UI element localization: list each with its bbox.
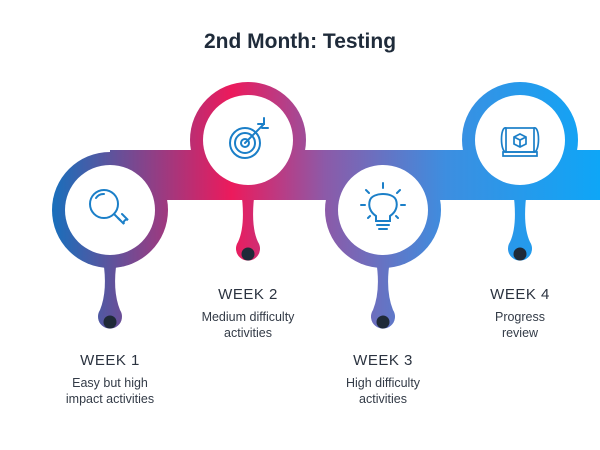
week-title: WEEK 2 [218, 286, 278, 303]
week-desc-line2: review [501, 326, 539, 340]
magnifier-icon [89, 189, 129, 225]
week-2-dot [241, 247, 255, 261]
week-desc-line1: Progress [494, 310, 546, 324]
week-desc-line2: activities [224, 326, 272, 340]
week-title: WEEK 3 [353, 352, 413, 369]
week-title: WEEK 4 [490, 286, 550, 303]
lightbulb-icon [360, 182, 406, 230]
week-4-dot [513, 247, 527, 261]
week-3-label: WEEK 3 High difficulty activities [303, 352, 463, 407]
page-title: 2nd Month: Testing [203, 30, 397, 53]
week-desc-line1: High difficulty [345, 376, 421, 390]
week-3-circle [338, 165, 428, 255]
blueprint-icon [500, 127, 540, 157]
week-title: WEEK 1 [80, 352, 140, 369]
week-1-circle [65, 165, 155, 255]
week-1-label: WEEK 1 Easy but high impact activities [30, 352, 190, 407]
target-icon [229, 117, 269, 159]
week-2-label: WEEK 2 Medium difficulty activities [168, 286, 328, 341]
week-desc-line1: Easy but high [72, 376, 148, 390]
week-3-dot [376, 315, 390, 329]
week-desc-line2: impact activities [65, 392, 155, 406]
week-4-label: WEEK 4 Progress review [440, 286, 600, 341]
week-desc-line1: Medium difficulty [201, 310, 295, 324]
week-1-dot [103, 315, 117, 329]
week-desc-line2: activities [359, 392, 407, 406]
